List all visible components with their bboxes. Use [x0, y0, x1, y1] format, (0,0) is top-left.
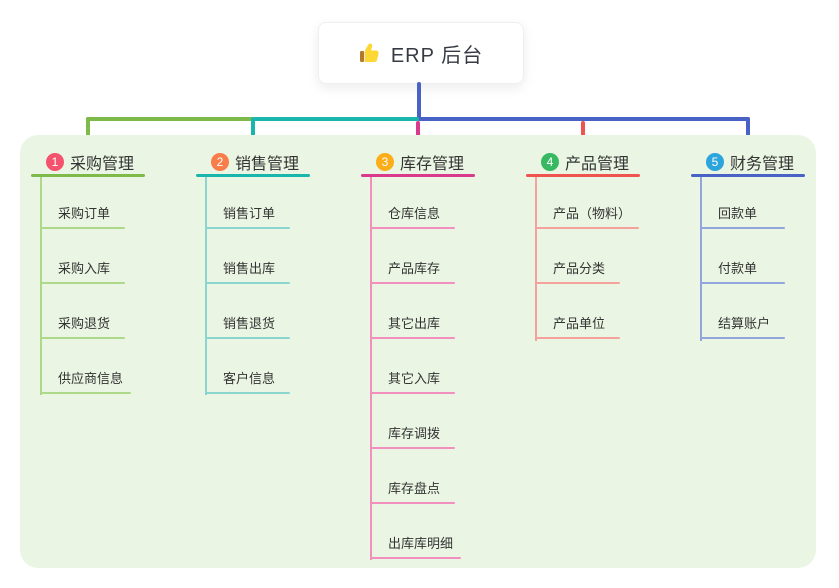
modules-panel — [20, 135, 816, 568]
badge-5: 5 — [706, 153, 724, 171]
module-purchase-label: 采购管理 — [70, 156, 135, 173]
leaf-product-material[interactable]: 产品（物料） — [535, 203, 640, 229]
module-inventory-branchline — [370, 177, 372, 560]
thumbs-up-icon — [359, 41, 383, 65]
leaf-other-outbound[interactable]: 其它出库 — [370, 313, 455, 339]
leaf-customer-info[interactable]: 客户信息 — [205, 368, 290, 394]
leaf-product-stock[interactable]: 产品库存 — [370, 258, 455, 284]
module-product: 4 产品管理 产品（物料） 产品分类 产品单位 — [526, 148, 686, 573]
module-sales-label: 销售管理 — [235, 156, 300, 173]
module-finance-branchline — [700, 177, 702, 341]
module-inventory-underline — [361, 174, 475, 177]
badge-1: 1 — [46, 153, 64, 171]
leaf-sales-return[interactable]: 销售退货 — [205, 313, 290, 339]
module-product-underline — [526, 174, 640, 177]
connector-drop-sales — [251, 117, 255, 147]
leaf-stock-transfer[interactable]: 库存调拨 — [370, 423, 455, 449]
connector-drop-purchase — [86, 117, 90, 147]
leaf-settlement-account[interactable]: 结算账户 — [700, 313, 785, 339]
module-sales-branchline — [205, 177, 207, 395]
leaf-purchase-inbound[interactable]: 采购入库 — [40, 258, 125, 284]
leaf-product-category[interactable]: 产品分类 — [535, 258, 620, 284]
module-product-label: 产品管理 — [565, 156, 630, 173]
leaf-outbound-detail[interactable]: 出库库明细 — [370, 533, 462, 559]
module-sales-underline — [196, 174, 310, 177]
leaf-warehouse-info[interactable]: 仓库信息 — [370, 203, 455, 229]
leaf-stock-count[interactable]: 库存盘点 — [370, 478, 455, 504]
module-product-branchline — [535, 177, 537, 341]
module-finance-label: 财务管理 — [730, 156, 795, 173]
badge-2: 2 — [211, 153, 229, 171]
connector-segment-sales — [253, 117, 419, 121]
leaf-sales-outbound[interactable]: 销售出库 — [205, 258, 290, 284]
leaf-supplier-info[interactable]: 供应商信息 — [40, 368, 132, 394]
connector-drop-product — [581, 121, 585, 147]
root-node-erp[interactable]: ERP 后台 — [318, 22, 524, 84]
module-purchase: 1 采购管理 采购订单 采购入库 采购退货 供应商信息 — [31, 148, 191, 573]
leaf-payment-note[interactable]: 付款单 — [700, 258, 785, 284]
module-purchase-underline — [31, 174, 145, 177]
module-purchase-branchline — [40, 177, 42, 395]
module-product-header[interactable]: 4 产品管理 — [541, 150, 629, 174]
leaf-product-unit[interactable]: 产品单位 — [535, 313, 620, 339]
module-sales-header[interactable]: 2 销售管理 — [211, 150, 299, 174]
connector-drop-finance — [746, 117, 750, 147]
connector-trunk — [417, 82, 421, 121]
leaf-other-inbound[interactable]: 其它入库 — [370, 368, 455, 394]
connector-drop-inventory — [416, 121, 420, 147]
module-purchase-header[interactable]: 1 采购管理 — [46, 150, 134, 174]
badge-3: 3 — [376, 153, 394, 171]
leaf-receipt-note[interactable]: 回款单 — [700, 203, 785, 229]
module-sales: 2 销售管理 销售订单 销售出库 销售退货 客户信息 — [196, 148, 356, 573]
leaf-sales-order[interactable]: 销售订单 — [205, 203, 290, 229]
module-finance: 5 财务管理 回款单 付款单 结算账户 — [691, 148, 839, 573]
module-finance-header[interactable]: 5 财务管理 — [706, 150, 794, 174]
module-inventory: 3 库存管理 仓库信息 产品库存 其它出库 其它入库 库存调拨 库存盘点 出库库… — [361, 148, 521, 573]
badge-4: 4 — [541, 153, 559, 171]
root-node-title: ERP 后台 — [390, 44, 484, 67]
connector-segment-purchase — [86, 117, 253, 121]
leaf-purchase-return[interactable]: 采购退货 — [40, 313, 125, 339]
module-finance-underline — [691, 174, 805, 177]
module-inventory-header[interactable]: 3 库存管理 — [376, 150, 464, 174]
module-inventory-label: 库存管理 — [400, 156, 465, 173]
connector-segment-finance — [419, 117, 750, 121]
leaf-purchase-order[interactable]: 采购订单 — [40, 203, 125, 229]
